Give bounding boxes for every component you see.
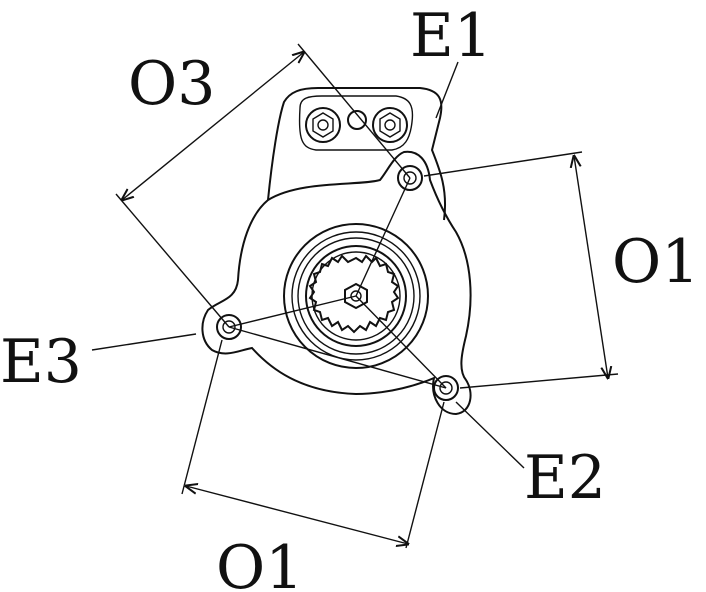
pinion-gear bbox=[308, 254, 400, 334]
label-e3: E3 bbox=[0, 327, 82, 397]
motor-body bbox=[201, 87, 472, 416]
dimension-o1-right bbox=[423, 151, 619, 389]
bolt-triangle bbox=[228, 177, 447, 389]
leader-lines bbox=[91, 61, 525, 469]
dimension-o3 bbox=[115, 43, 411, 328]
small-terminal bbox=[347, 110, 367, 130]
dimension-o1-bottom bbox=[181, 339, 445, 549]
label-e2: E2 bbox=[524, 443, 606, 513]
terminal-nut-right bbox=[372, 107, 408, 143]
label-o3: O3 bbox=[128, 49, 215, 119]
label-o1-bottom: O1 bbox=[216, 533, 303, 592]
label-e1: E1 bbox=[410, 1, 492, 71]
terminal-nut-left bbox=[305, 107, 341, 143]
label-o1-right: O1 bbox=[612, 227, 699, 297]
